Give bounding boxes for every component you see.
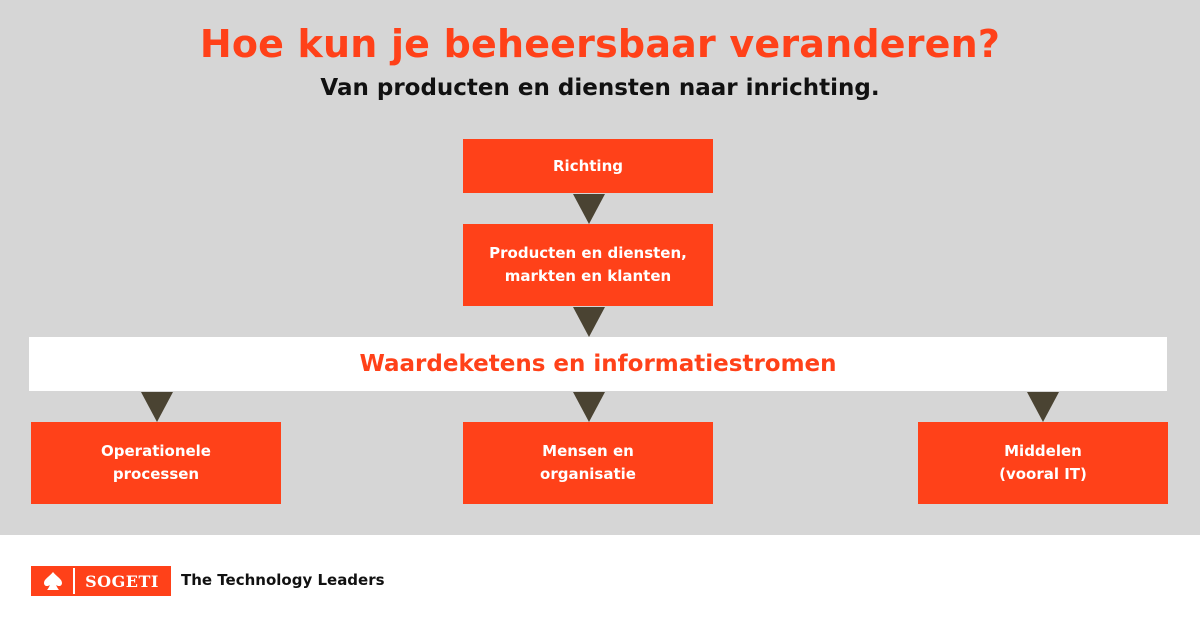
node-middelen: Middelen (vooral IT) [918,422,1168,504]
band-waardeketens: Waardeketens en informatiestromen [29,337,1167,391]
node-middelen-line1: Middelen [1004,442,1082,460]
node-mensen-organisatie: Mensen en organisatie [463,422,713,504]
arrow-down-icon [1027,392,1059,422]
arrow-down-icon [573,194,605,224]
node-producten-diensten: Producten en diensten, markten en klante… [463,224,713,306]
node-middelen-line2: (vooral IT) [999,465,1087,483]
arrow-down-icon [573,307,605,337]
node-richting: Richting [463,139,713,193]
diagram-canvas: Hoe kun je beheersbaar veranderen? Van p… [0,0,1200,535]
band-waardeketens-label: Waardeketens en informatiestromen [359,351,837,377]
node-producten-line2: markten en klanten [504,267,672,285]
node-operationele-line1: Operationele [101,442,211,460]
arrow-down-icon [573,392,605,422]
page-title: Hoe kun je beheersbaar veranderen? [199,22,1001,66]
sogeti-logo: SOGETI [31,566,171,596]
node-operationele-processen: Operationele processen [31,422,281,504]
node-mensen-line2: organisatie [540,465,636,483]
footer-tagline: The Technology Leaders [181,571,385,589]
page-subtitle: Van producten en diensten naar inrichtin… [320,75,880,101]
node-richting-label: Richting [553,156,623,175]
node-mensen-line1: Mensen en [542,442,634,460]
spade-icon [33,568,73,594]
node-operationele-line2: processen [112,465,200,483]
node-producten-line1: Producten en diensten, [489,244,687,262]
arrow-down-icon [141,392,173,422]
logo-wordmark: SOGETI [75,568,169,594]
